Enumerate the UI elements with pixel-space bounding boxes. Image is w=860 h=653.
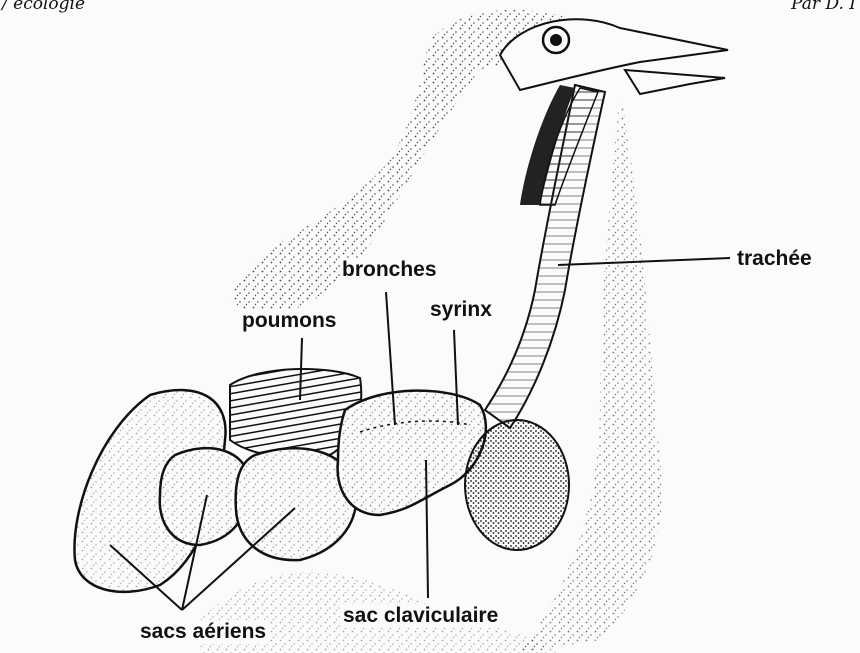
header-left-text: / écologie — [2, 0, 85, 14]
dark-oval-shape — [465, 420, 569, 550]
trachea-shape — [485, 85, 605, 428]
label-sac-claviculaire: sac claviculaire — [341, 604, 500, 628]
bird-head — [500, 19, 728, 94]
header-right-text: Par D. I — [791, 0, 856, 14]
clavicular-sac-shape — [338, 391, 486, 515]
label-poumons: poumons — [240, 309, 339, 333]
label-trachee: trachée — [735, 247, 814, 271]
label-bronches: bronches — [340, 258, 439, 282]
label-syrinx: syrinx — [428, 298, 494, 322]
label-sacs-aeriens: sacs aériens — [138, 620, 268, 644]
leader-trachee — [558, 258, 730, 265]
